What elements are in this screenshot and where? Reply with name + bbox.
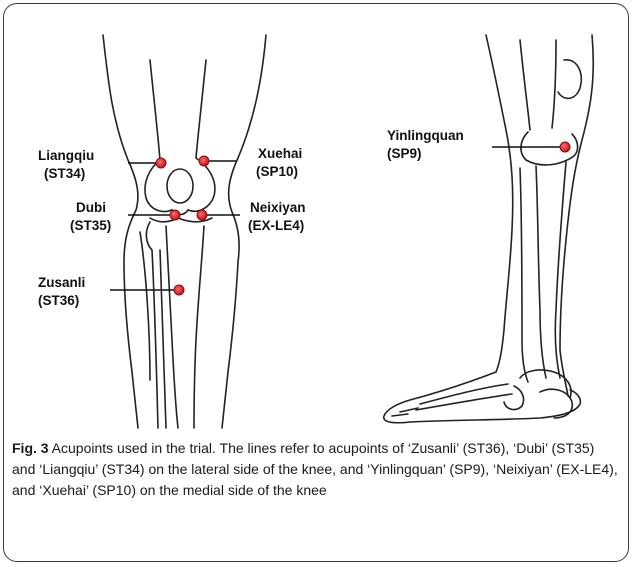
acupoint-liangqiu-marker bbox=[156, 158, 166, 168]
label-liangqiu-name: Liangqiu bbox=[38, 148, 94, 163]
label-yinlingquan-code: (SP9) bbox=[387, 146, 422, 161]
acupoint-markers bbox=[156, 142, 570, 295]
label-liangqiu-code: (ST34) bbox=[44, 166, 85, 181]
label-dubi-code: (ST35) bbox=[70, 218, 111, 233]
label-neixiyan-name: Neixiyan bbox=[250, 200, 306, 215]
acupoint-xuehai-marker bbox=[199, 156, 209, 166]
label-neixiyan-code: (EX-LE4) bbox=[248, 218, 304, 233]
acupoint-zusanli-marker bbox=[174, 285, 184, 295]
label-dubi-name: Dubi bbox=[76, 200, 106, 215]
front-knee-illustration bbox=[103, 35, 266, 428]
acupoint-labels: Liangqiu (ST34) Xuehai (SP10) Dubi (ST35… bbox=[38, 128, 464, 308]
label-xuehai-code: (SP10) bbox=[256, 164, 298, 179]
acupoint-dubi-marker bbox=[170, 210, 180, 220]
label-zusanli-name: Zusanli bbox=[38, 275, 85, 290]
label-zusanli-code: (ST36) bbox=[38, 293, 79, 308]
figure-caption-label: Fig. 3 bbox=[12, 440, 49, 456]
side-leg-illustration bbox=[384, 35, 594, 423]
figure-caption-text: Acupoints used in the trial. The lines r… bbox=[12, 440, 618, 498]
acupoint-diagram: Liangqiu (ST34) Xuehai (SP10) Dubi (ST35… bbox=[0, 0, 634, 440]
acupoint-yinlingquan-marker bbox=[560, 142, 570, 152]
label-xuehai-name: Xuehai bbox=[258, 146, 302, 161]
label-yinlingquan-name: Yinlingquan bbox=[387, 128, 464, 143]
acupoint-neixiyan-marker bbox=[197, 210, 207, 220]
figure-caption: Fig. 3 Acupoints used in the trial. The … bbox=[12, 438, 618, 501]
